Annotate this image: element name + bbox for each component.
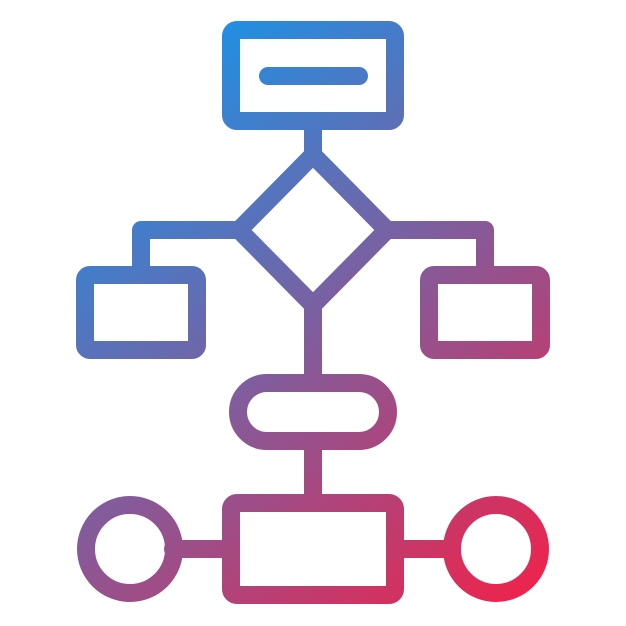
left-process-box: [76, 266, 206, 359]
decision-diamond: [230, 146, 396, 314]
right-circle-node: [443, 496, 549, 602]
right-process-box: [420, 266, 550, 359]
connector-decision-to-right-box: [378, 221, 494, 284]
bottom-process-box: [222, 494, 404, 604]
connector-decision-to-left-box: [132, 221, 248, 284]
left-circle-node: [77, 496, 183, 602]
